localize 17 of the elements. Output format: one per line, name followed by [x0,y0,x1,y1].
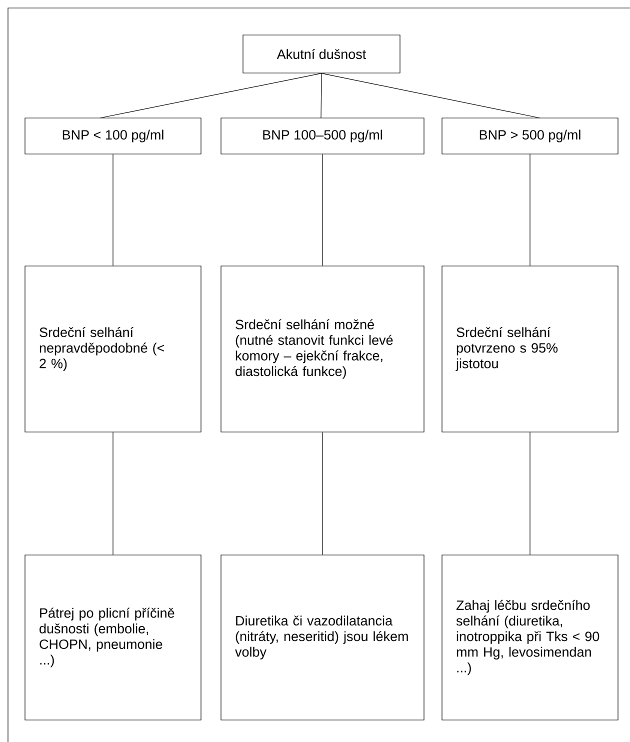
connector-line [321,73,540,118]
decision-box: Zahaj léčbu srdečního selhání (diuretika, inotroppika při Tks < 90 mm Hg, levosimendan ...) [442,554,618,720]
connector-line [322,432,323,555]
decision-box: Srdeční selhání potvrzeno s 95% jistotou [442,266,618,432]
connector-line [320,73,322,118]
decision-box: Pátrej po plicní příčině dušnosti (embolie, CHOPN, pneumonie ...) [24,554,202,720]
decision-box: Srdeční selhání nepravděpodobné (< 2 %) [24,266,202,432]
decision-box: Diuretika či vazodilatancia (nitráty, neseritid) jsou lékem volby [220,554,424,720]
connector-line [112,154,114,266]
connector-line [112,432,114,555]
connector-line [322,154,323,266]
condition-box: BNP > 500 pg/ml [442,118,618,154]
decision-box: Srdeční selhání možné (nutné stanovit funkci levé komory – ejekční frakce, diastolická funkce) [220,266,424,432]
condition-box: BNP 100–500 pg/ml [220,118,424,154]
connector-line [100,73,322,118]
condition-box: BNP < 100 pg/ml [24,118,202,154]
condition-box: Akutní dušnost [242,34,400,74]
